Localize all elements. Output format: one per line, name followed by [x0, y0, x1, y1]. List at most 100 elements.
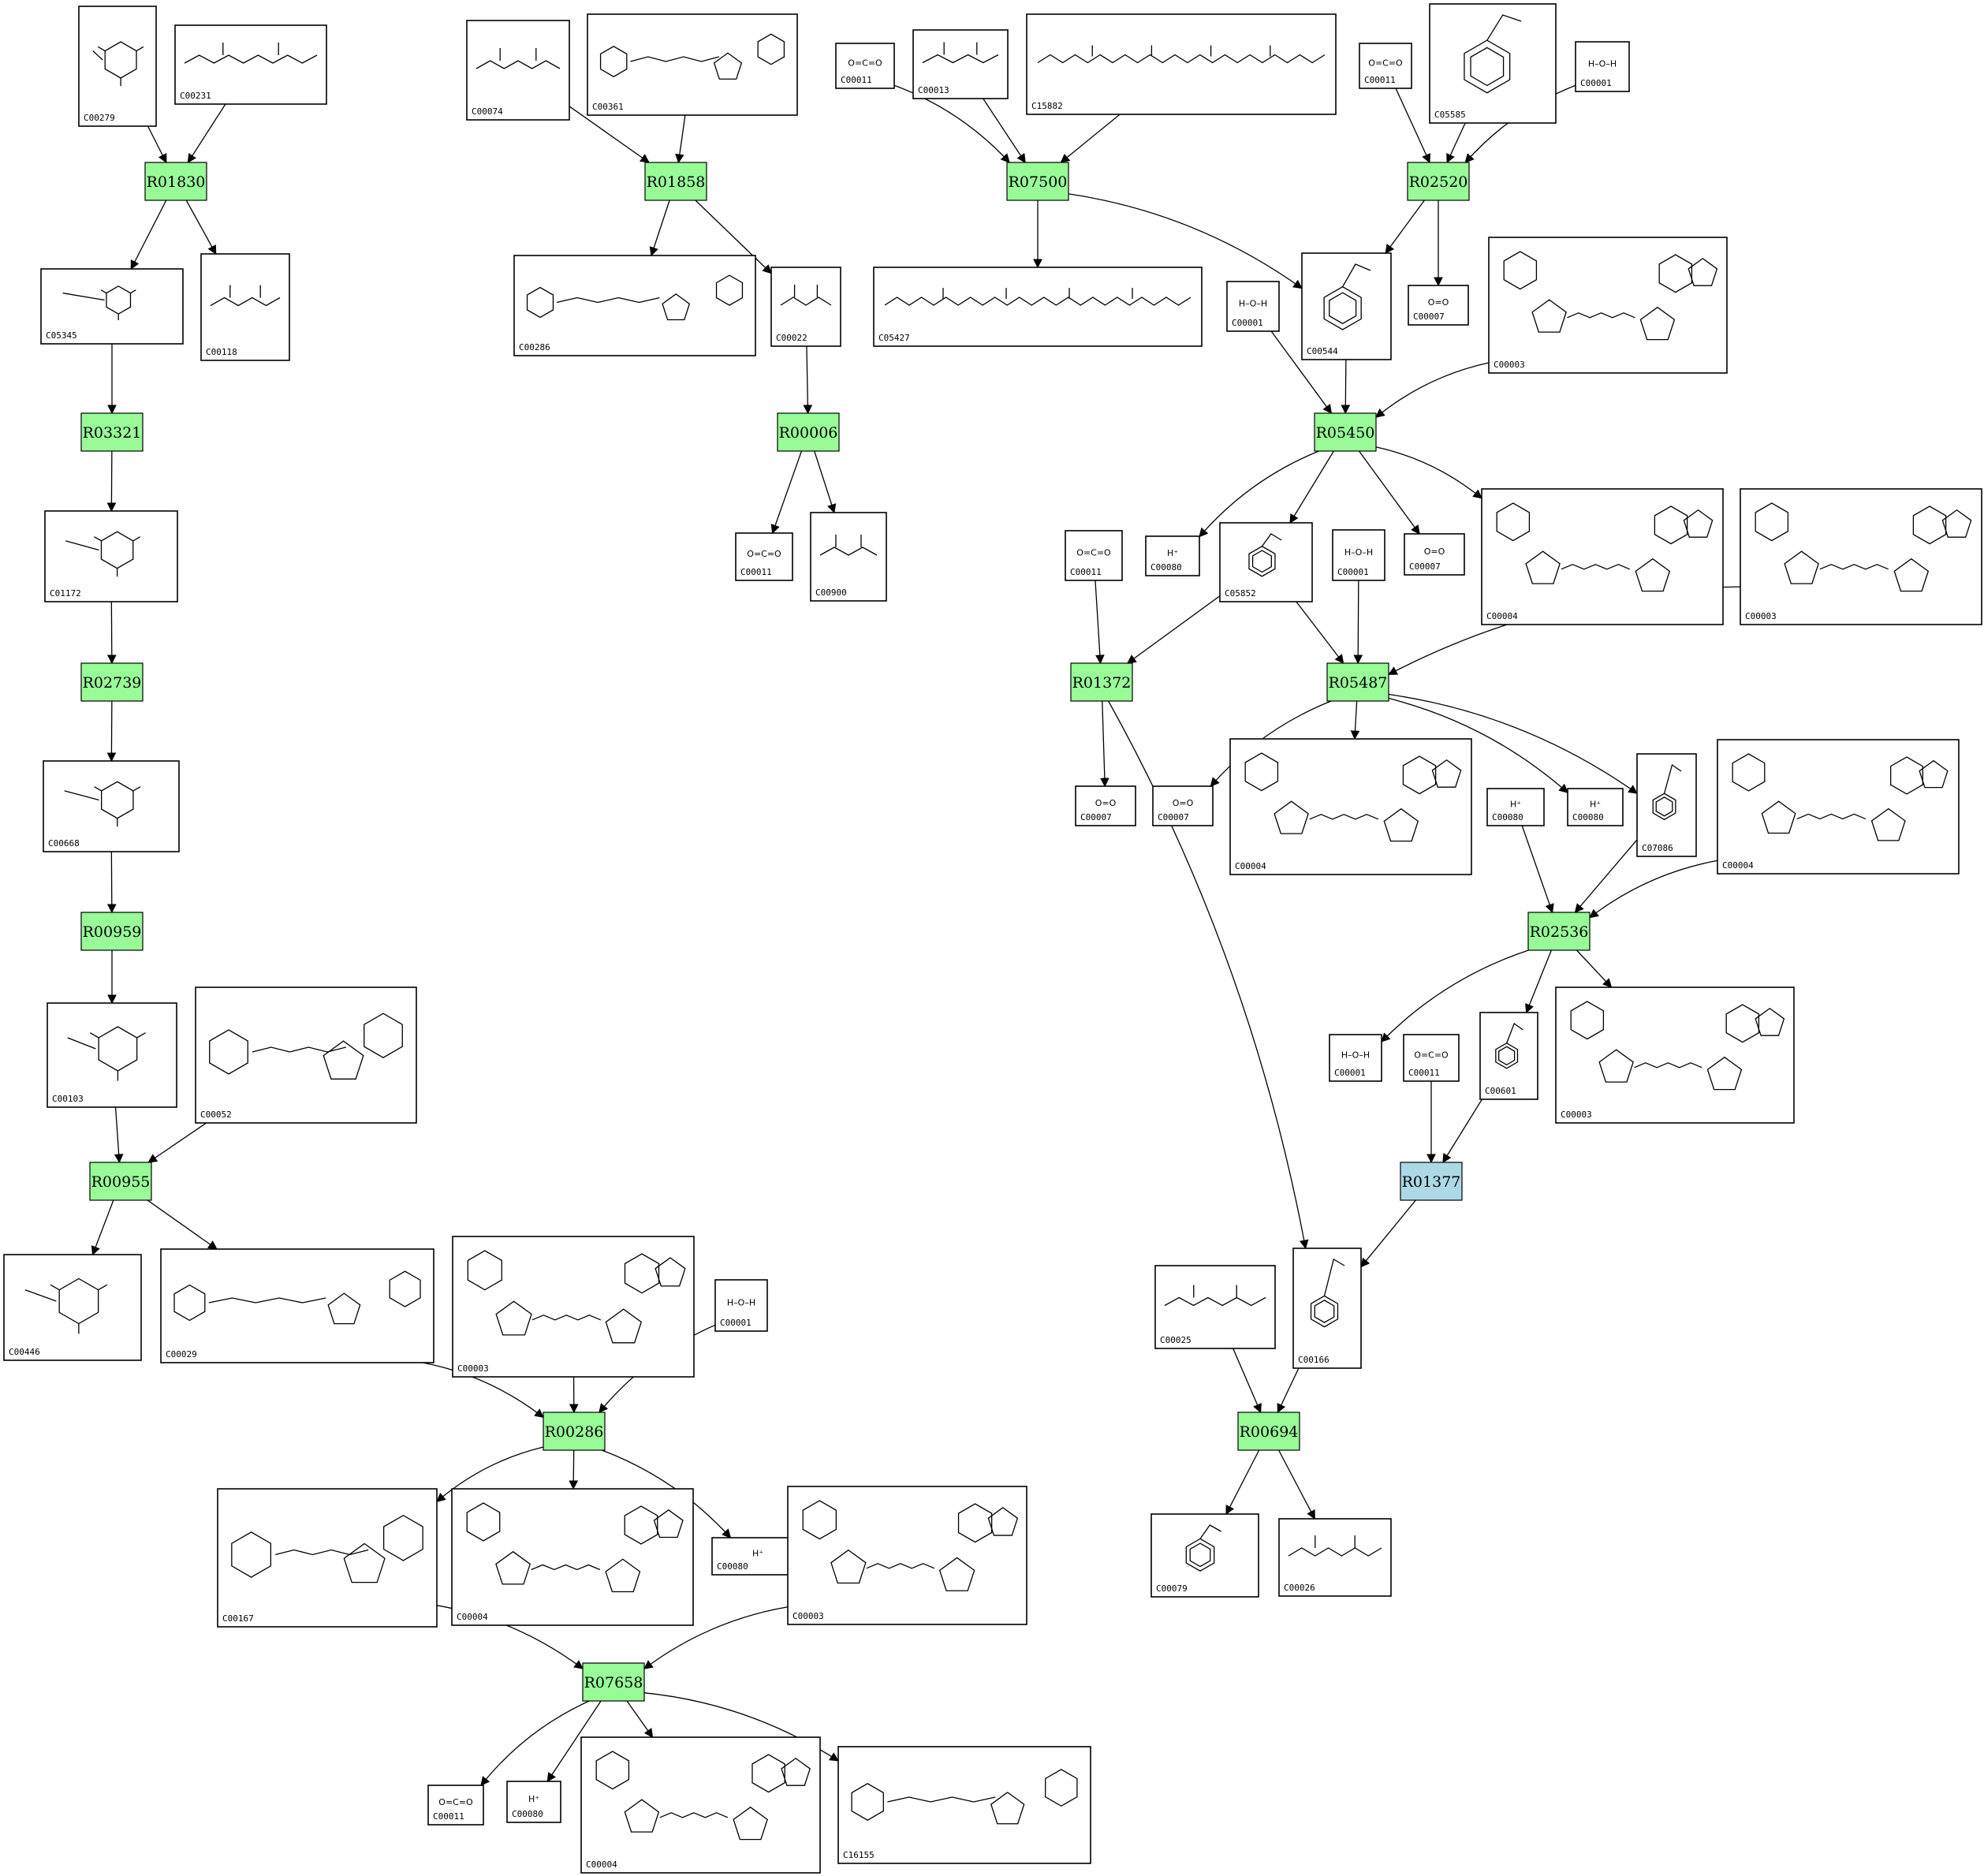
compound-box[interactable]	[44, 510, 178, 602]
compound-box[interactable]	[580, 1736, 821, 1874]
compound-node[interactable]: C00004	[1481, 488, 1724, 625]
compound-box[interactable]	[1555, 986, 1795, 1124]
compound-node[interactable]: C00286	[513, 255, 756, 356]
compound-node[interactable]: C07086	[1636, 753, 1697, 857]
compound-box[interactable]	[587, 13, 798, 116]
reaction-node[interactable]: R01858	[644, 162, 707, 201]
reaction-box[interactable]	[1400, 1162, 1463, 1201]
reaction-node[interactable]: R05487	[1326, 662, 1389, 702]
compound-box[interactable]	[1488, 237, 1728, 374]
reaction-box[interactable]	[1314, 412, 1377, 452]
compound-box[interactable]	[1575, 41, 1630, 92]
compound-node[interactable]: H⁺C00080	[1567, 788, 1624, 826]
compound-box[interactable]	[452, 1236, 695, 1378]
compound-node[interactable]: C00118	[200, 253, 290, 361]
reaction-box[interactable]	[777, 412, 840, 452]
compound-box[interactable]	[466, 20, 570, 121]
reaction-box[interactable]	[1070, 662, 1133, 702]
reaction-node[interactable]: R01830	[144, 162, 207, 201]
compound-node[interactable]: C00900	[810, 512, 887, 602]
compound-node[interactable]: C15882	[1026, 13, 1337, 115]
reaction-box[interactable]	[89, 1162, 152, 1201]
compound-node[interactable]: C00279	[78, 6, 157, 127]
reaction-node[interactable]: R00959	[80, 912, 144, 951]
compound-box[interactable]	[195, 986, 417, 1124]
compound-node[interactable]: C00004	[451, 1488, 694, 1626]
compound-node[interactable]: C05345	[40, 268, 184, 345]
compound-box[interactable]	[1065, 530, 1123, 581]
reaction-box[interactable]	[80, 912, 144, 951]
compound-node[interactable]: C00026	[1278, 1518, 1392, 1597]
reaction-node[interactable]: R02520	[1407, 162, 1470, 201]
compound-node[interactable]: H⁺C00080	[1486, 788, 1545, 826]
compound-node[interactable]: C00668	[43, 760, 180, 852]
compound-box[interactable]	[912, 29, 1009, 99]
reaction-box[interactable]	[543, 1412, 606, 1451]
compound-node[interactable]: C00003	[1740, 488, 1982, 625]
reaction-box[interactable]	[1407, 162, 1470, 201]
compound-node[interactable]: C00079	[1150, 1513, 1259, 1598]
reaction-box[interactable]	[144, 162, 207, 201]
compound-box[interactable]	[1026, 13, 1337, 115]
compound-box[interactable]	[513, 255, 756, 356]
compound-node[interactable]: H⁺C00080	[506, 1781, 561, 1823]
reaction-node[interactable]: R02739	[80, 662, 144, 702]
compound-box[interactable]	[1717, 739, 1960, 875]
compound-box[interactable]	[1278, 1518, 1392, 1597]
compound-node[interactable]: C00025	[1154, 1265, 1276, 1349]
compound-box[interactable]	[43, 760, 180, 852]
compound-node[interactable]: C16155	[837, 1746, 1091, 1864]
compound-node[interactable]: C00544	[1301, 252, 1392, 360]
reaction-box[interactable]	[80, 662, 144, 702]
reaction-box[interactable]	[80, 412, 144, 452]
compound-box[interactable]	[1404, 533, 1465, 576]
compound-box[interactable]	[1481, 488, 1724, 625]
compound-node[interactable]: C00004	[580, 1736, 821, 1874]
compound-box[interactable]	[835, 43, 895, 89]
compound-box[interactable]	[1226, 281, 1280, 332]
compound-box[interactable]	[1636, 753, 1697, 857]
compound-box[interactable]	[47, 1002, 177, 1108]
compound-box[interactable]	[427, 1785, 484, 1826]
compound-box[interactable]	[1075, 785, 1136, 826]
compound-node[interactable]: C00166	[1292, 1248, 1362, 1369]
compound-box[interactable]	[1152, 785, 1214, 826]
compound-box[interactable]	[1154, 1265, 1276, 1349]
compound-box[interactable]	[714, 1279, 768, 1332]
compound-node[interactable]: C00004	[1229, 738, 1472, 875]
reaction-node[interactable]: R03321	[80, 412, 144, 452]
compound-node[interactable]: C00003	[1488, 237, 1728, 374]
compound-box[interactable]	[1567, 788, 1624, 826]
reaction-node[interactable]: R00286	[543, 1412, 606, 1451]
compound-box[interactable]	[735, 532, 793, 581]
reaction-node[interactable]: R05450	[1314, 412, 1377, 452]
compound-box[interactable]	[78, 6, 157, 127]
compound-node[interactable]: H⁺C00080	[1145, 535, 1200, 576]
compound-box[interactable]	[1292, 1248, 1362, 1369]
compound-box[interactable]	[174, 24, 327, 105]
compound-box[interactable]	[1145, 535, 1200, 576]
compound-box[interactable]	[1359, 43, 1412, 89]
compound-box[interactable]	[1479, 1012, 1538, 1100]
compound-box[interactable]	[873, 267, 1203, 347]
reaction-box[interactable]	[1326, 662, 1389, 702]
reaction-box[interactable]	[1006, 162, 1069, 201]
compound-box[interactable]	[1150, 1513, 1259, 1598]
compound-node[interactable]: C00004	[1717, 739, 1960, 875]
compound-node[interactable]: C00446	[3, 1254, 142, 1361]
reaction-node[interactable]: R01377	[1400, 1162, 1463, 1201]
compound-node[interactable]: C05427	[873, 267, 1203, 347]
compound-node[interactable]: C00003	[787, 1486, 1027, 1625]
